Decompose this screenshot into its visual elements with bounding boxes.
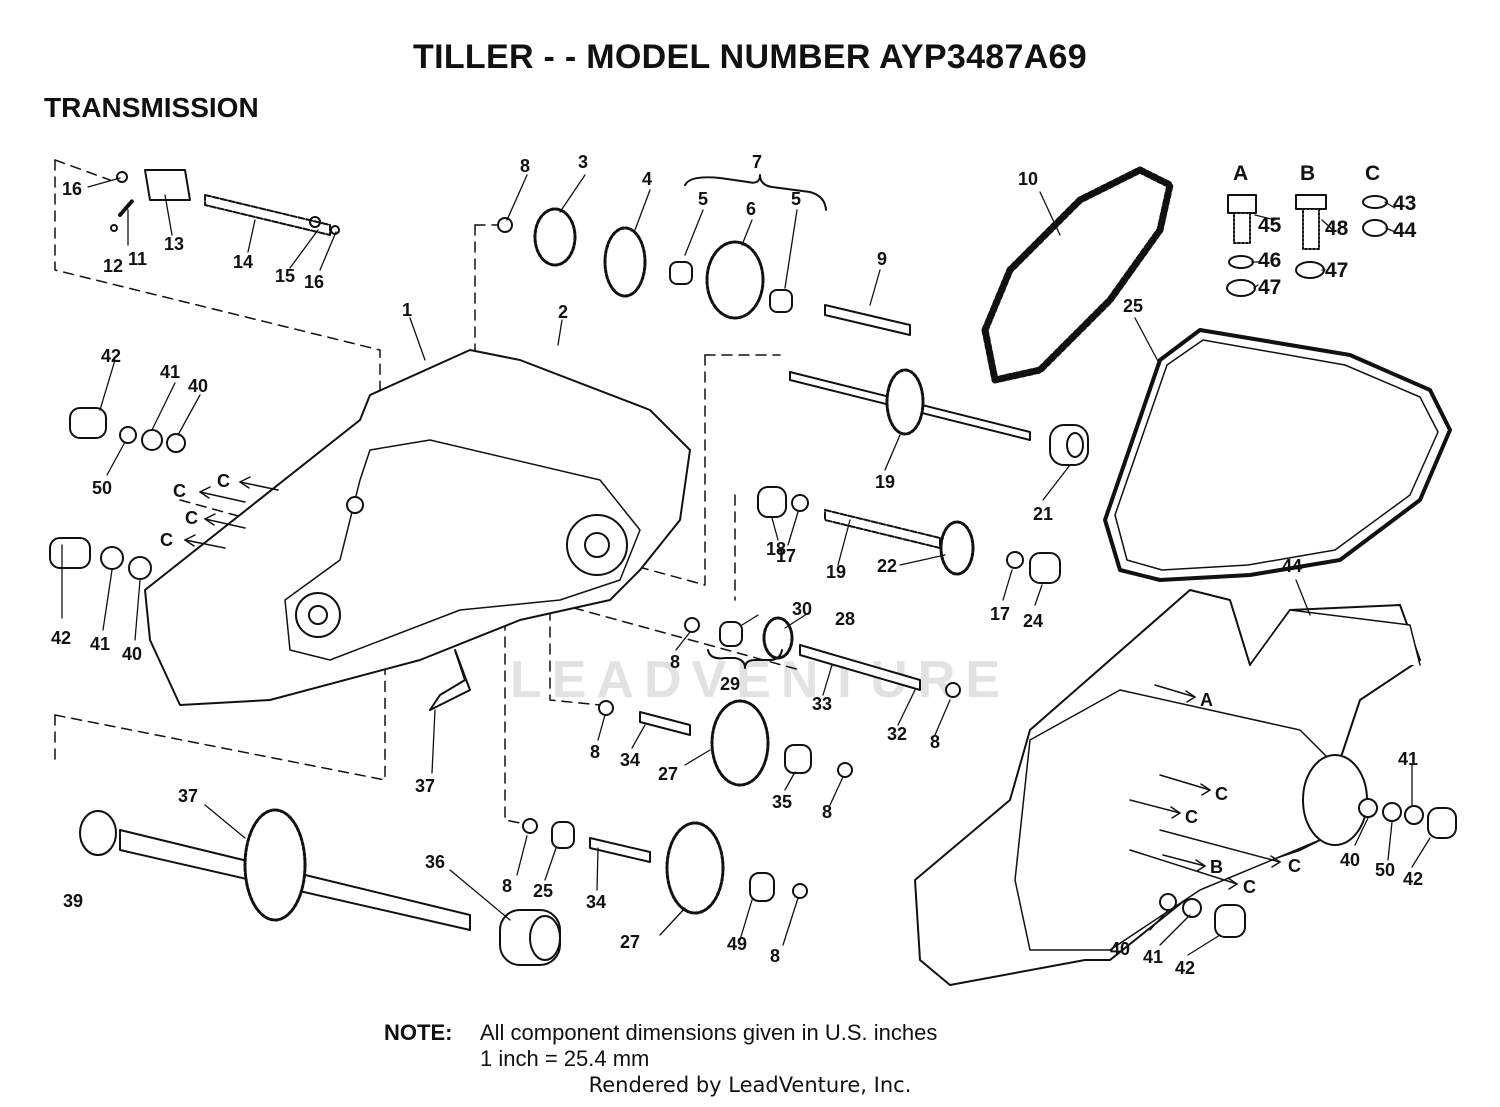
- callout-37: 37: [415, 776, 435, 796]
- callout-30: 30: [792, 599, 812, 619]
- callout-23: 22: [877, 556, 897, 576]
- callout-40d: 41: [1143, 947, 1163, 967]
- chain: [981, 166, 1174, 384]
- callout-42: 43: [1393, 192, 1416, 215]
- leader-lines: [61, 174, 1431, 956]
- note-label: NOTE:: [384, 1020, 453, 1045]
- callout-47b: 47: [1325, 259, 1348, 282]
- callout-19: 19: [826, 562, 846, 582]
- arrow-label-c6: C: [1185, 807, 1198, 827]
- gasket: [1103, 328, 1452, 582]
- callout-48: 48: [1325, 217, 1349, 240]
- callout-8-g: 8: [770, 946, 780, 966]
- callout-26: 25: [533, 881, 553, 901]
- callout-7: 7: [752, 152, 762, 172]
- arrow-label-a: A: [1200, 690, 1213, 710]
- callout-33a: 34: [620, 750, 640, 770]
- arrow-label-c1: C: [217, 471, 230, 491]
- arrow-label-c5: C: [1215, 784, 1228, 804]
- hardware-group-b: B: [1300, 162, 1315, 185]
- callout-10: 10: [1018, 169, 1038, 189]
- callout-47a: 47: [1258, 276, 1281, 299]
- callout-40b: 41: [90, 634, 110, 654]
- arrow-label-c4: C: [160, 530, 173, 550]
- callout-4: 4: [642, 169, 652, 189]
- callout-3: 3: [578, 152, 588, 172]
- callout-31: 32: [887, 724, 907, 744]
- callout-21: 19: [875, 472, 895, 492]
- callout-25: 25: [1123, 296, 1143, 316]
- callout-17a: 17: [776, 546, 796, 566]
- callout-39d: 40: [1110, 939, 1130, 959]
- page-title: TILLER - - MODEL NUMBER AYP3487A69: [413, 38, 1087, 76]
- callout-39c: 40: [1340, 850, 1360, 870]
- arrow-label-c8: C: [1243, 877, 1256, 897]
- callout-45: 45: [1258, 214, 1282, 237]
- arrow-label-b: B: [1210, 857, 1223, 877]
- callout-2: 2: [558, 302, 568, 322]
- callout-29: 29: [720, 674, 740, 694]
- callout-33b: 34: [586, 892, 606, 912]
- callout-8-b: 8: [670, 652, 680, 672]
- callout-41c: 42: [1403, 869, 1423, 889]
- callout-38: 39: [63, 891, 83, 911]
- note-line-1: All component dimensions given in U.S. i…: [480, 1020, 938, 1045]
- callout-5a: 5: [698, 189, 708, 209]
- callout-36: 37: [178, 786, 198, 806]
- callout-18: 18: [766, 539, 786, 559]
- callout-8-top: 8: [520, 156, 530, 176]
- callout-27a: 27: [658, 764, 678, 784]
- callout-13: 13: [164, 234, 184, 254]
- arrow-label-c2: C: [173, 481, 186, 501]
- hardware-group-c: C: [1365, 162, 1380, 185]
- callout-22: 21: [1033, 504, 1053, 524]
- callout-44: 44: [1282, 556, 1302, 576]
- section-heading: TRANSMISSION: [44, 92, 259, 123]
- callout-32: 33: [812, 694, 832, 714]
- callout-8-e: 8: [822, 802, 832, 822]
- callout-5b: 5: [791, 189, 801, 209]
- callout-12: 12: [103, 256, 123, 276]
- callout-41d: 42: [1175, 958, 1195, 978]
- callout-50a: 50: [92, 478, 112, 498]
- callout-8-f: 8: [502, 876, 512, 896]
- housing-left: [144, 349, 691, 706]
- arrow-label-c7: C: [1288, 856, 1301, 876]
- callout-17b: 17: [990, 604, 1010, 624]
- callout-15: 15: [275, 266, 295, 286]
- callout-41a: 42: [101, 346, 121, 366]
- callout-50b: 50: [1375, 860, 1395, 880]
- callout-9: 9: [877, 249, 887, 269]
- callout-28: 28: [835, 609, 855, 629]
- callout-43: 44: [1393, 219, 1417, 242]
- housing-right: [914, 589, 1421, 986]
- hardware-group-a: A: [1233, 162, 1248, 185]
- callout-49: 49: [727, 934, 747, 954]
- part-callouts: 16 11 12 13 14 15 16 1 2 8 3 4 5 6 7 5 9…: [51, 152, 1423, 978]
- callout-35: 36: [425, 852, 445, 872]
- callout-27b: 27: [620, 932, 640, 952]
- render-credit: Rendered by LeadVenture, Inc.: [588, 1073, 912, 1097]
- arrow-label-c3: C: [185, 508, 198, 528]
- callout-16: 16: [62, 179, 82, 199]
- note-line-2: 1 inch = 25.4 mm: [480, 1046, 650, 1071]
- note-block: NOTE: All component dimensions given in U…: [384, 1020, 937, 1072]
- callout-39a: 40: [188, 376, 208, 396]
- callout-14: 14: [233, 252, 253, 272]
- callout-40c: 41: [1398, 749, 1418, 769]
- callout-40a: 41: [160, 362, 180, 382]
- callout-34: 35: [772, 792, 792, 812]
- callout-1: 1: [402, 300, 412, 320]
- callout-8-c: 8: [930, 732, 940, 752]
- callout-11: 11: [128, 249, 147, 269]
- callout-8-d: 8: [590, 742, 600, 762]
- callout-46: 46: [1258, 249, 1281, 272]
- callout-39b: 40: [122, 644, 142, 664]
- direction-arrows: [184, 476, 1281, 890]
- callout-24: 24: [1023, 611, 1043, 631]
- callout-41b: 42: [51, 628, 71, 648]
- callout-6: 6: [746, 199, 756, 219]
- callout-16b: 16: [304, 272, 324, 292]
